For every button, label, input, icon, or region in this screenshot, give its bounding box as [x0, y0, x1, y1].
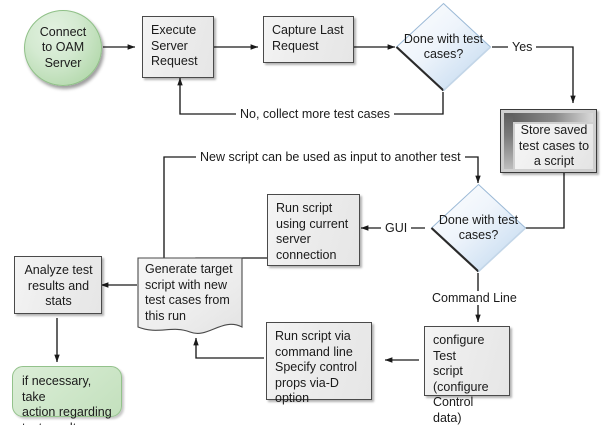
node-generate-target-script[interactable]: Generate target script with new test cas…: [136, 255, 244, 340]
node-run-script-gui[interactable]: Run script using current server connecti…: [267, 194, 360, 266]
node-label: if necessary, take action regarding test…: [22, 374, 112, 425]
node-label: Done with test cases?: [403, 31, 484, 62]
node-label: Connect to OAM Server: [39, 24, 87, 70]
node-take-action-if-necessary[interactable]: if necessary, take action regarding test…: [12, 366, 122, 425]
edge-label-yes: Yes: [508, 40, 537, 54]
node-decision-done-with-test-cases-2[interactable]: Done with test cases?: [430, 183, 527, 273]
node-run-script-command-line[interactable]: Run script via command line Specify cont…: [266, 322, 372, 405]
node-execute-server-request[interactable]: Execute Server Request: [142, 16, 214, 78]
edge-label-new-script-input: New script can be used as input to anoth…: [196, 150, 465, 164]
node-label: Store saved test cases to a script: [518, 123, 590, 169]
node-label: Run script via command line Specify cont…: [275, 329, 357, 405]
edge-label-command-line: Command Line: [428, 291, 521, 305]
node-label: configure Test script (configure Control…: [433, 333, 489, 425]
node-capture-last-request[interactable]: Capture Last Request: [263, 16, 354, 63]
edge-label-no-collect-more-test-cases: No, collect more test cases: [236, 107, 395, 121]
node-analyze-test-results[interactable]: Analyze test results and stats: [14, 256, 102, 314]
edge-done1-yes-to-store: [492, 46, 576, 104]
edge-label-gui: GUI: [381, 221, 412, 235]
edge-runcmdline-to-generate: [193, 337, 264, 359]
node-label: Execute Server Request: [151, 23, 198, 68]
node-connect-to-oam-server[interactable]: Connect to OAM Server: [24, 10, 102, 86]
node-label: Done with test cases?: [438, 212, 519, 243]
node-store-saved-test-cases[interactable]: Store saved test cases to a script: [500, 109, 597, 173]
node-label: Analyze test results and stats: [24, 263, 93, 308]
window-titlebar: [509, 113, 593, 122]
node-label: Generate target script with new test cas…: [145, 262, 233, 323]
node-configure-test-script[interactable]: configure Test script (configure Control…: [424, 326, 510, 425]
node-label: Capture Last Request: [272, 23, 344, 53]
node-label: Run script using current server connecti…: [276, 201, 349, 262]
node-decision-done-with-test-cases-1[interactable]: Done with test cases?: [395, 2, 492, 92]
window-side-strip: [504, 113, 513, 169]
